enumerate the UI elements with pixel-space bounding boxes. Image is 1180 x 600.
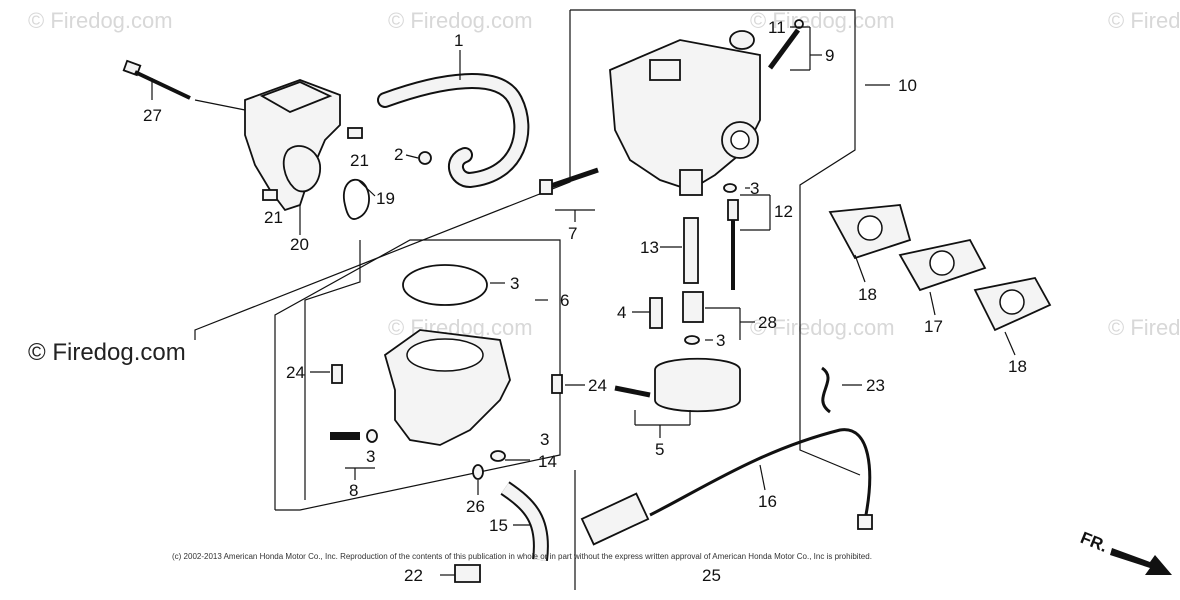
float-valve bbox=[649, 297, 663, 329]
washer bbox=[684, 335, 700, 345]
pilot-screw bbox=[767, 19, 804, 70]
callout-14: 14 bbox=[538, 452, 557, 471]
float-chamber bbox=[383, 329, 511, 446]
direction-label: FR. bbox=[1078, 528, 1111, 556]
callout-numbers: 1 2 3 3 3 3 3 4 5 6 7 8 9 10 11 12 13 14… bbox=[143, 18, 1027, 585]
callout-3: 3 bbox=[510, 274, 519, 293]
callout-3: 3 bbox=[716, 331, 725, 350]
float bbox=[614, 357, 741, 413]
callout-12: 12 bbox=[774, 202, 793, 221]
callout-28: 28 bbox=[758, 313, 777, 332]
throttle-stop-screw bbox=[539, 167, 599, 195]
callout-24: 24 bbox=[286, 363, 305, 382]
washer bbox=[366, 429, 378, 443]
insulator bbox=[898, 238, 987, 292]
fuel-cut-solenoid bbox=[580, 428, 873, 546]
callout-6: 6 bbox=[560, 291, 569, 310]
callout-24: 24 bbox=[588, 376, 607, 395]
bolt bbox=[122, 59, 191, 100]
watermark: © Firedog.com bbox=[28, 8, 173, 33]
callout-26: 26 bbox=[466, 497, 485, 516]
copyright-notice: (c) 2002-2013 American Honda Motor Co., … bbox=[172, 552, 872, 561]
callout-13: 13 bbox=[640, 238, 659, 257]
callout-2: 2 bbox=[394, 145, 403, 164]
callout-7: 7 bbox=[568, 224, 577, 243]
callout-5: 5 bbox=[655, 440, 664, 459]
nut bbox=[347, 127, 363, 139]
callout-3: 3 bbox=[750, 179, 759, 198]
callout-23: 23 bbox=[866, 376, 885, 395]
hose-clip bbox=[418, 151, 432, 165]
callout-20: 20 bbox=[290, 235, 309, 254]
tube-holder bbox=[454, 564, 481, 583]
leader-lines bbox=[151, 26, 1016, 576]
carburetor-body bbox=[609, 39, 761, 196]
o-ring bbox=[729, 30, 755, 50]
washer bbox=[723, 183, 737, 193]
screw bbox=[551, 374, 563, 394]
callout-4: 4 bbox=[617, 303, 626, 322]
watermark: © Firedog.com bbox=[750, 315, 895, 340]
watermark: © Firedog.com bbox=[1108, 315, 1180, 340]
callout-9: 9 bbox=[825, 46, 834, 65]
callout-8: 8 bbox=[349, 481, 358, 500]
washer bbox=[490, 450, 506, 462]
callout-17: 17 bbox=[924, 317, 943, 336]
watermark: © Firedog.com bbox=[1108, 8, 1180, 33]
callout-25: 25 bbox=[702, 566, 721, 585]
callout-16: 16 bbox=[758, 492, 777, 511]
callout-18: 18 bbox=[1008, 357, 1027, 376]
callout-19: 19 bbox=[376, 189, 395, 208]
intake-manifold bbox=[194, 79, 341, 212]
watermark: © Firedog.com bbox=[750, 8, 895, 33]
insulator-gasket bbox=[828, 204, 912, 260]
main-jet bbox=[682, 291, 704, 323]
o-ring bbox=[402, 264, 488, 306]
assembly-boundary bbox=[194, 9, 861, 590]
callout-27: 27 bbox=[143, 106, 162, 125]
insulator-gasket bbox=[973, 276, 1052, 332]
callout-21: 21 bbox=[350, 151, 369, 170]
callout-15: 15 bbox=[489, 516, 508, 535]
main-nozzle bbox=[683, 217, 699, 284]
callout-18: 18 bbox=[858, 285, 877, 304]
callout-3: 3 bbox=[540, 430, 549, 449]
callout-21: 21 bbox=[264, 208, 283, 227]
nut bbox=[262, 189, 278, 201]
watermark: © Firedog.com bbox=[388, 8, 533, 33]
gasket bbox=[342, 178, 370, 220]
watermark-dark: © Firedog.com bbox=[28, 339, 186, 366]
cable-clip bbox=[821, 366, 831, 414]
callout-22: 22 bbox=[404, 566, 423, 585]
screw bbox=[331, 364, 343, 384]
float-needle bbox=[727, 199, 739, 290]
callout-3: 3 bbox=[366, 447, 375, 466]
callout-11: 11 bbox=[768, 18, 786, 37]
tube-clip bbox=[472, 464, 484, 480]
front-direction-arrow: FR. bbox=[1078, 528, 1172, 575]
callout-10: 10 bbox=[898, 76, 917, 95]
callout-1: 1 bbox=[454, 31, 463, 50]
